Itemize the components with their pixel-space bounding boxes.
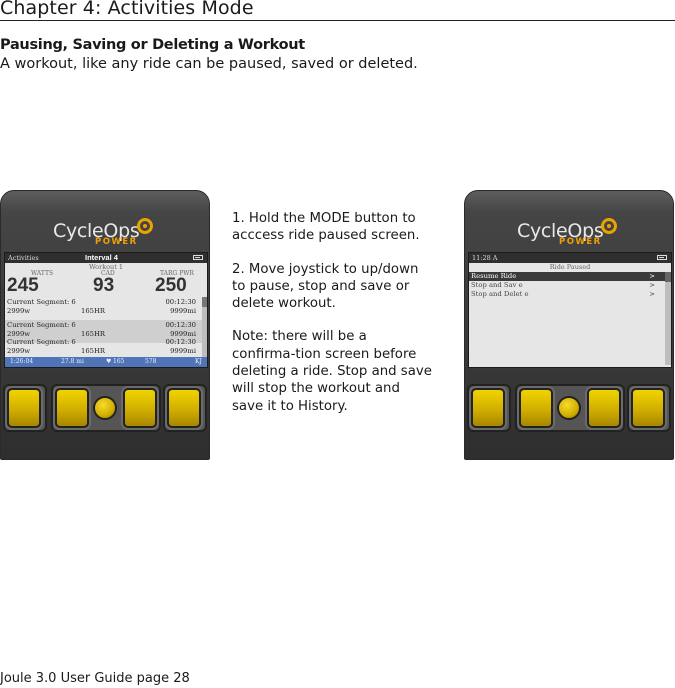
segment-watts: 2999w [7, 330, 31, 338]
metrics-row: WATTS 245 CAD 93 TARG PWR 250 [5, 270, 207, 296]
menu-item-stop-and-delete[interactable]: Stop and Delet e > [469, 290, 665, 299]
heart-rate: 165 [113, 358, 125, 365]
device-ride-paused: CycleOps POWER 11:28 A Ride Paused Resum… [464, 190, 674, 460]
screen-topbar: Activities Interval 4 [5, 253, 207, 263]
metric-label: CAD [101, 270, 115, 277]
status-bar: 1:26:04 27.8 mi ♥ 165 578 KJ [5, 357, 207, 367]
device-screen: Activities Interval 4 Workout 1 WATTS 24… [4, 252, 208, 368]
menu-item-label: Resume Ride [471, 272, 517, 280]
segment-label: Current Segment: 6 [7, 298, 76, 306]
segment-hr: 165HR [81, 307, 106, 315]
joystick-button[interactable] [93, 396, 117, 420]
segment-time: 00:12:30 [165, 298, 196, 306]
instruction-step-2: 2. Move joystick to up/down to pause, st… [232, 261, 419, 312]
segment-distance: 9999mi [170, 347, 196, 355]
segment-distance: 9999mi [170, 330, 196, 338]
metric-label: TARG PWR [160, 270, 194, 277]
scrollbar[interactable] [202, 297, 207, 357]
battery-icon [193, 255, 203, 260]
brand-sub: POWER [95, 237, 138, 247]
center-right-button[interactable] [123, 388, 157, 428]
mode-button[interactable] [631, 388, 665, 428]
scrollbar-thumb[interactable] [202, 297, 207, 307]
segment-row: Current Segment: 6 00:12:30 2999w 165HR … [5, 337, 202, 357]
segment-row: Current Segment: 6 00:12:30 2999w 165HR … [5, 297, 202, 320]
device-buttons [1, 382, 209, 442]
distance: 27.8 mi [61, 358, 84, 365]
segment-distance: 9999mi [170, 307, 196, 315]
joystick-button[interactable] [557, 396, 581, 420]
brand-logo: CycleOps POWER [53, 218, 161, 252]
kj-unit: KJ [195, 358, 202, 365]
instruction-note: Note: there will be a confirma-tion scre… [232, 329, 432, 414]
power-ring-icon [137, 218, 153, 234]
brand-sub: POWER [559, 237, 602, 247]
segment-watts: 2999w [7, 307, 31, 315]
segment-time: 00:12:30 [165, 338, 196, 346]
mode-button[interactable] [167, 388, 201, 428]
chevron-right-icon: > [649, 290, 655, 298]
chapter-rule [0, 20, 675, 21]
screen-topbar: 11:28 A [469, 253, 671, 263]
brand-name: CycleOps [517, 220, 604, 242]
metric-value: 245 [7, 275, 39, 296]
scrollbar[interactable] [665, 272, 671, 365]
ride-paused-title: Ride Paused [549, 263, 591, 271]
elapsed-time: 1:26:04 [10, 358, 34, 365]
metric-value: 93 [93, 275, 115, 296]
device-activities: CycleOps POWER Activities Interval 4 Wor… [0, 190, 210, 460]
center-right-button[interactable] [587, 388, 621, 428]
left-button[interactable] [471, 388, 505, 428]
section-heading: Pausing, Saving or Deleting a Workout [0, 37, 305, 53]
segment-label: Current Segment: 6 [7, 338, 76, 346]
workout-title: Interval 4 [85, 253, 118, 262]
instruction-step-1: 1. Hold the MODE button to acccess ride … [232, 211, 420, 244]
segment-time: 00:12:30 [165, 321, 196, 329]
segment-hr: 165HR [81, 330, 106, 338]
workout-subtitle: Workout 1 [88, 263, 124, 271]
power-ring-icon [601, 218, 617, 234]
metric-label: WATTS [31, 270, 54, 277]
page-footer: Joule 3.0 User Guide page 28 [0, 671, 190, 686]
kj-value: 578 [145, 358, 157, 365]
scrollbar-thumb[interactable] [665, 272, 671, 282]
left-button[interactable] [7, 388, 41, 428]
battery-icon [657, 255, 667, 260]
brand-name: CycleOps [53, 220, 140, 242]
section-intro: A workout, like any ride can be paused, … [0, 56, 418, 72]
pause-menu: Resume Ride > Stop and Sav e > Stop and … [469, 272, 665, 299]
segment-label: Current Segment: 6 [7, 321, 76, 329]
center-left-button[interactable] [55, 388, 89, 428]
menu-item-stop-and-save[interactable]: Stop and Sav e > [469, 281, 665, 290]
menu-item-label: Stop and Delet e [471, 290, 529, 298]
device-buttons [465, 382, 673, 442]
metric-value: 250 [155, 275, 187, 296]
clock-label: 11:28 A [472, 254, 498, 262]
device-screen: 11:28 A Ride Paused Resume Ride > Stop a… [468, 252, 672, 368]
chevron-right-icon: > [649, 281, 655, 289]
mode-label: Activities [8, 254, 39, 262]
chevron-right-icon: > [649, 272, 655, 280]
segment-row: Current Segment: 6 00:12:30 2999w 165HR … [5, 320, 202, 343]
menu-item-resume-ride[interactable]: Resume Ride > [469, 272, 665, 281]
brand-logo: CycleOps POWER [517, 218, 625, 252]
menu-item-label: Stop and Sav e [471, 281, 523, 289]
heart-icon: ♥ [106, 358, 112, 365]
chapter-title: Chapter 4: Activities Mode [0, 0, 254, 19]
segment-watts: 2999w [7, 347, 31, 355]
center-left-button[interactable] [519, 388, 553, 428]
segment-hr: 165HR [81, 347, 106, 355]
instructions: 1. Hold the MODE button to acccess ride … [232, 210, 432, 431]
